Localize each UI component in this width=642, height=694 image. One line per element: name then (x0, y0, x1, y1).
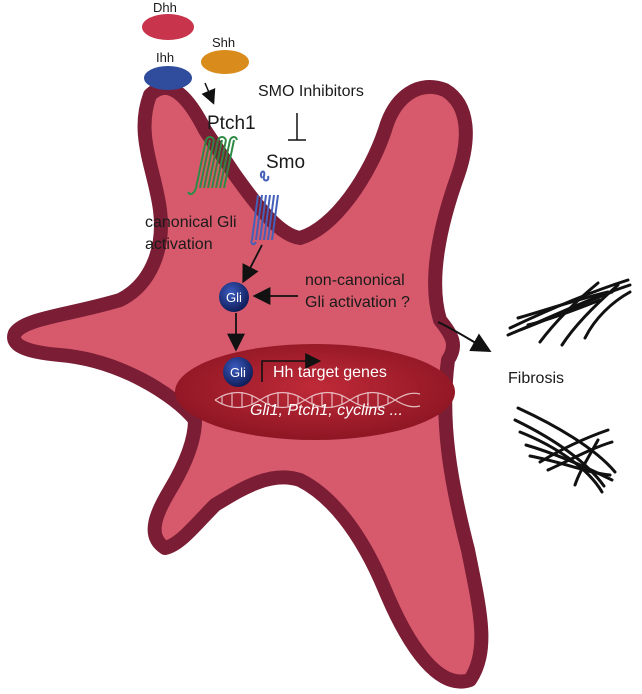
smo-label: Smo (266, 152, 306, 173)
ptch1-receptor (187, 136, 238, 196)
canonical-label-line2: activation (145, 236, 213, 253)
ihh-ligand (144, 66, 192, 90)
ptch1-label: Ptch1 (207, 113, 256, 134)
target-genes-label: Hh target genes (273, 364, 387, 381)
fibers-lower (513, 406, 617, 494)
gene-list-label: Gli1, Ptch1, cyclins ... (250, 402, 403, 419)
gli-cytoplasm (219, 282, 249, 312)
smo-to-gli-arrow (242, 244, 263, 284)
canonical-label-line1: canonical Gli (145, 214, 237, 231)
shh-ligand (201, 50, 249, 74)
fibers-upper (506, 278, 632, 347)
noncanonical-label-line2: Gli activation ? (305, 294, 410, 311)
gli-nucleus-label: Gli (230, 365, 246, 380)
nucleus (175, 344, 455, 440)
fibrosis-label: Fibrosis (508, 370, 565, 387)
gli-nucleus (223, 357, 253, 387)
dhh-ligand (142, 14, 194, 40)
shh-label: Shh (212, 35, 236, 50)
noncanonical-label-line1: non-canonical (305, 272, 405, 289)
dhh-label: Dhh (153, 0, 177, 15)
ihh-label: Ihh (156, 50, 175, 65)
ligand-binding-arrow (201, 82, 216, 105)
fibrosis-arrow (437, 321, 492, 352)
gli-cytoplasm-label: Gli (226, 290, 242, 305)
smo-inhibitors-label: SMO Inhibitors (258, 83, 364, 100)
smo-receptor (250, 170, 279, 246)
dna-helix (214, 391, 421, 409)
transcription-arrow (261, 353, 322, 382)
